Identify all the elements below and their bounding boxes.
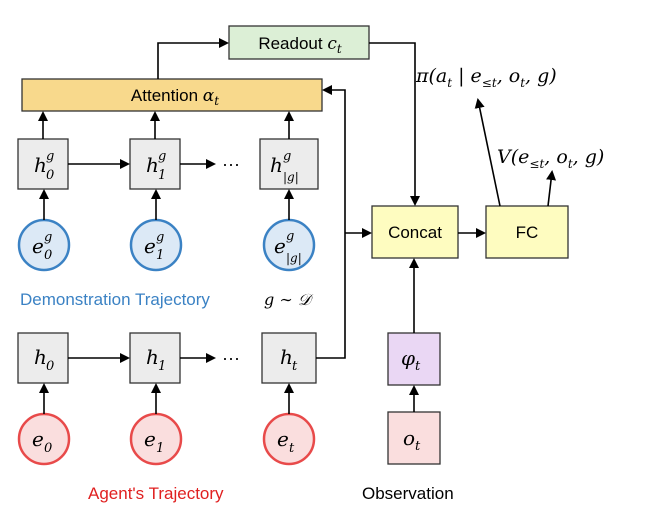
fc-label: FC bbox=[516, 223, 539, 242]
readout-label: Readout ct bbox=[258, 34, 342, 56]
demo-ellipsis: ··· bbox=[222, 154, 240, 174]
svg-text:e: e bbox=[274, 234, 286, 258]
arrows bbox=[38, 38, 557, 414]
concat-box bbox=[371, 205, 459, 259]
svg-text:0: 0 bbox=[46, 359, 54, 374]
svg-text:e: e bbox=[32, 234, 44, 258]
svg-text:1: 1 bbox=[156, 248, 164, 263]
agent-embed-1: e 1 bbox=[129, 412, 183, 466]
phi-label: φt bbox=[401, 346, 421, 374]
obs-label: ot bbox=[403, 426, 421, 454]
svg-text:h: h bbox=[34, 153, 47, 177]
svg-text:t: t bbox=[289, 441, 295, 456]
demo-hidden-1: h g 1 bbox=[129, 138, 181, 190]
attention-bar bbox=[21, 78, 323, 112]
agent-hidden-t: h t bbox=[261, 332, 317, 384]
svg-text:1: 1 bbox=[158, 168, 166, 183]
obs-box bbox=[387, 411, 441, 465]
svg-text:g: g bbox=[158, 149, 166, 164]
svg-text:g: g bbox=[46, 149, 54, 164]
svg-text:e: e bbox=[32, 427, 44, 451]
agent-hidden-0: h 0 bbox=[17, 332, 69, 384]
svg-text:0: 0 bbox=[44, 248, 52, 263]
agent-hidden-1: h 1 bbox=[129, 332, 181, 384]
svg-text:0: 0 bbox=[44, 441, 52, 456]
demo-caption: Demonstration Trajectory bbox=[20, 290, 210, 309]
agent-embed-t: e t bbox=[262, 412, 316, 466]
demo-hidden-0: h g 0 bbox=[17, 138, 69, 190]
fc-box bbox=[485, 205, 569, 259]
svg-text:g: g bbox=[283, 149, 291, 164]
svg-text:h: h bbox=[146, 153, 159, 177]
svg-text:0: 0 bbox=[46, 168, 54, 183]
agent-embed-0: e 0 bbox=[17, 412, 71, 466]
svg-text:e: e bbox=[144, 234, 156, 258]
svg-text:1: 1 bbox=[158, 359, 166, 374]
demo-embed-0: e g 0 bbox=[17, 218, 71, 272]
agent-ellipsis: ··· bbox=[222, 348, 240, 368]
demo-hidden-g: h g |g| bbox=[259, 138, 319, 190]
demo-embed-g: e g |g| bbox=[262, 218, 316, 272]
demo-distribution: g ∼ 𝒟 bbox=[264, 290, 314, 309]
attention-label: Attention αt bbox=[131, 86, 219, 108]
svg-text:|g|: |g| bbox=[283, 170, 299, 184]
svg-text:h: h bbox=[34, 345, 47, 369]
svg-text:e: e bbox=[277, 427, 289, 451]
policy-label: π(at | e≤t, ot, g) bbox=[415, 65, 557, 90]
obs-caption: Observation bbox=[362, 484, 454, 503]
value-label: V(e≤t, ot, g) bbox=[497, 146, 604, 171]
svg-text:t: t bbox=[292, 359, 298, 374]
svg-text:h: h bbox=[270, 153, 283, 177]
svg-text:e: e bbox=[144, 427, 156, 451]
agent-caption: Agent's Trajectory bbox=[88, 484, 224, 503]
svg-text:h: h bbox=[280, 345, 293, 369]
svg-text:|g|: |g| bbox=[286, 251, 302, 265]
svg-text:g: g bbox=[286, 229, 294, 244]
readout-box bbox=[228, 25, 370, 60]
demo-embed-1: e g 1 bbox=[129, 218, 183, 272]
svg-text:h: h bbox=[146, 345, 159, 369]
svg-text:g: g bbox=[44, 230, 52, 245]
concat-label: Concat bbox=[388, 223, 442, 242]
svg-text:g: g bbox=[156, 230, 164, 245]
svg-text:1: 1 bbox=[156, 441, 164, 456]
